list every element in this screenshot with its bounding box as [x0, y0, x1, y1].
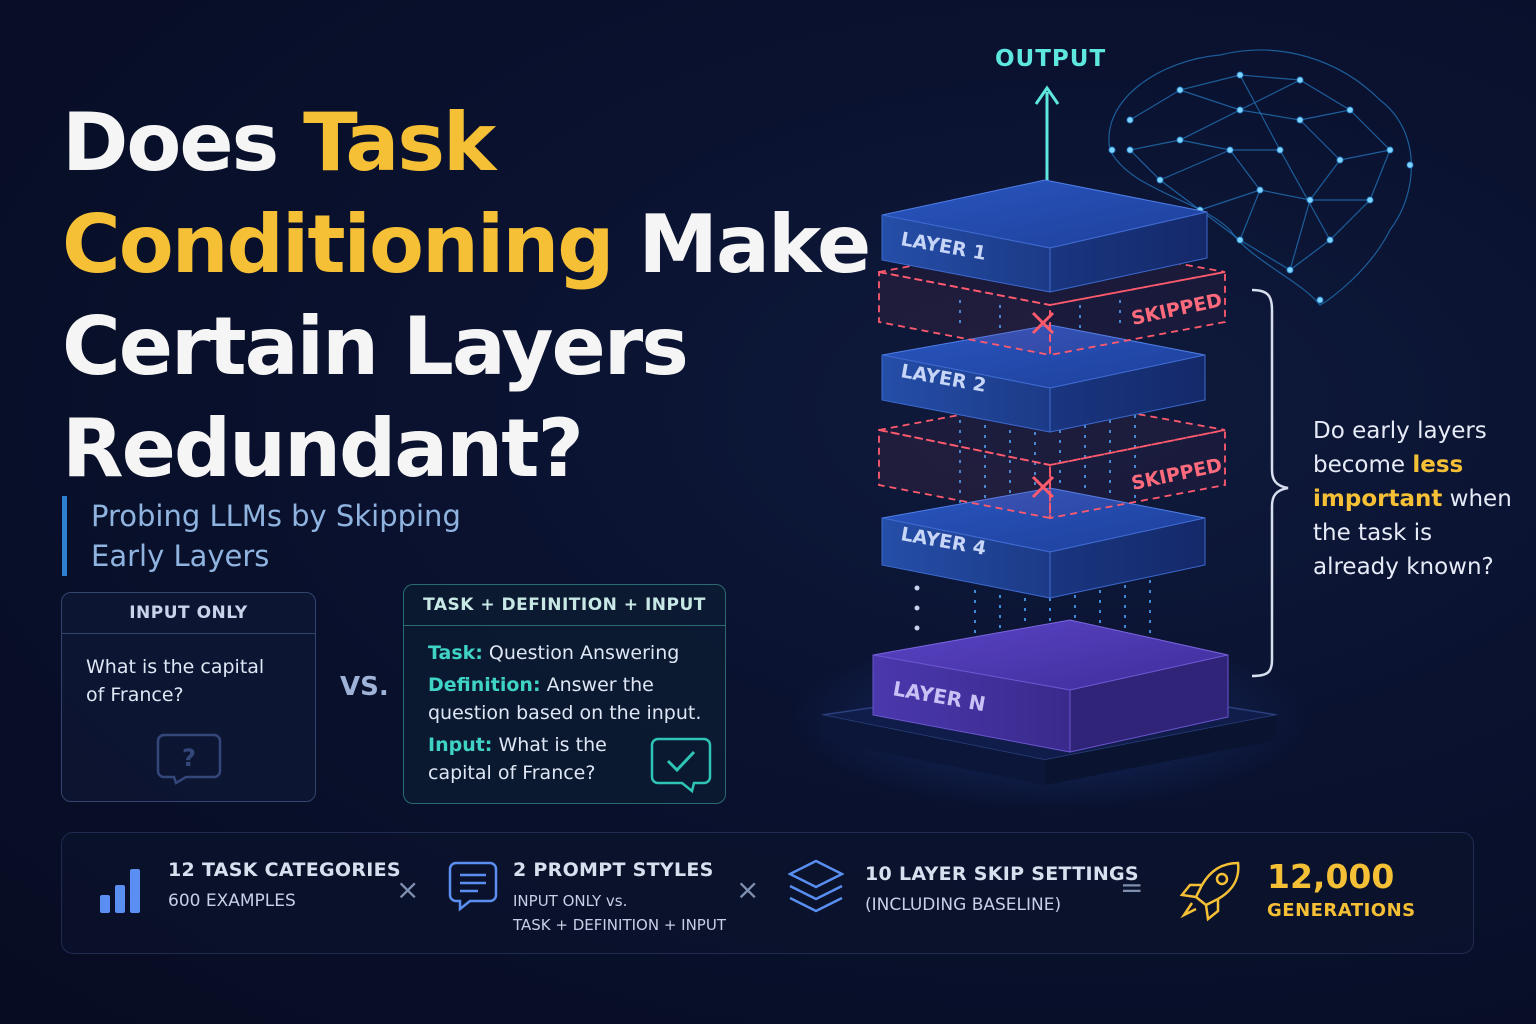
task-definition-input-card: TASK + DEFINITION + INPUT Task: Question…: [403, 584, 726, 804]
task-label: Task:: [428, 642, 483, 664]
check-bubble-icon: [650, 737, 712, 794]
task-card-body: Task: Question Answering Definition: Ans…: [428, 639, 718, 791]
stat-total-label: GENERATIONS: [1267, 900, 1416, 921]
stat-layer-skips-sub: (INCLUDING BASELINE): [865, 895, 1062, 915]
input-label: Input:: [428, 734, 493, 756]
stat-prompts-sub2: TASK + DEFINITION + INPUT: [513, 916, 726, 934]
ellipsis-dots: [914, 565, 920, 631]
stat-prompts-sub1: INPUT ONLY vs.: [513, 892, 628, 910]
stat-layer-skips-title: 10 LAYER SKIP SETTINGS: [865, 863, 1139, 885]
times-operator-1: ×: [396, 873, 420, 906]
question-bubble-icon: ?: [156, 733, 222, 785]
times-operator-2: ×: [736, 873, 760, 906]
definition-value: Answer the question based on the input.: [428, 674, 702, 724]
stat-total-number: 12,000: [1267, 857, 1395, 896]
stat-tasks: 12 TASK CATEGORIES 600 EXAMPLES: [168, 859, 401, 911]
brain-network-icon: [1108, 49, 1414, 306]
prompt-document-icon: [448, 861, 498, 912]
task-row: Task: Question Answering: [428, 639, 718, 667]
title-part4: Make Certain Layers Redundant?: [62, 198, 871, 495]
stats-bar: 12 TASK CATEGORIES 600 EXAMPLES × 2 PROM…: [61, 832, 1474, 954]
input-only-question: What is the capital of France?: [86, 656, 265, 706]
research-question: Do early layers become less important wh…: [1313, 414, 1513, 584]
stat-tasks-sub: 600 EXAMPLES: [168, 891, 296, 911]
vs-label: VS.: [340, 672, 389, 702]
stat-layer-skips: 10 LAYER SKIP SETTINGS (INCLUDING BASELI…: [865, 863, 1139, 915]
question-part1: Do early layers become: [1313, 418, 1487, 478]
equals-operator: =: [1120, 871, 1144, 904]
svg-text:?: ?: [182, 744, 196, 772]
skip-x-icon: [1031, 311, 1055, 335]
definition-label: Definition:: [428, 674, 541, 696]
stat-total: 12,000 GENERATIONS: [1267, 857, 1416, 921]
stat-tasks-title: 12 TASK CATEGORIES: [168, 859, 401, 881]
task-value: Question Answering: [482, 642, 680, 664]
question-part3: when the task is already known?: [1313, 486, 1512, 580]
layer-n-block: LAYER N: [872, 619, 1229, 753]
title-highlight-conditioning: Conditioning: [62, 198, 615, 291]
input-row: Input: What is the capital of France?: [428, 731, 628, 787]
input-only-header: INPUT ONLY: [62, 593, 315, 634]
layer-1-block: LAYER 1: [881, 179, 1208, 293]
bar-chart-icon: [100, 869, 140, 913]
rocket-icon: [1179, 861, 1240, 922]
layers-stack-icon: [788, 859, 844, 913]
input-only-card: INPUT ONLY What is the capital of France…: [61, 592, 316, 802]
title-part1: Does: [62, 96, 304, 189]
subtitle: Probing LLMs by Skipping Early Layers: [62, 496, 531, 576]
stat-prompts-sub: INPUT ONLY vs. TASK + DEFINITION + INPUT: [513, 889, 726, 937]
question-highlight: less important: [1313, 452, 1464, 512]
output-arrow-head: [1034, 85, 1060, 105]
stat-prompts: 2 PROMPT STYLES INPUT ONLY vs. TASK + DEF…: [513, 859, 726, 937]
task-card-header: TASK + DEFINITION + INPUT: [404, 585, 725, 626]
output-label: OUTPUT: [995, 46, 1107, 72]
definition-row: Definition: Answer the question based on…: [428, 671, 718, 727]
layer-bracket: [1251, 288, 1289, 678]
input-value: What is the capital of France?: [428, 734, 607, 784]
layer-4-block: LAYER 4: [881, 487, 1206, 599]
stat-prompts-title: 2 PROMPT STYLES: [513, 859, 714, 881]
skip-x-icon: [1031, 475, 1055, 499]
title-highlight-task: Task: [303, 96, 496, 189]
